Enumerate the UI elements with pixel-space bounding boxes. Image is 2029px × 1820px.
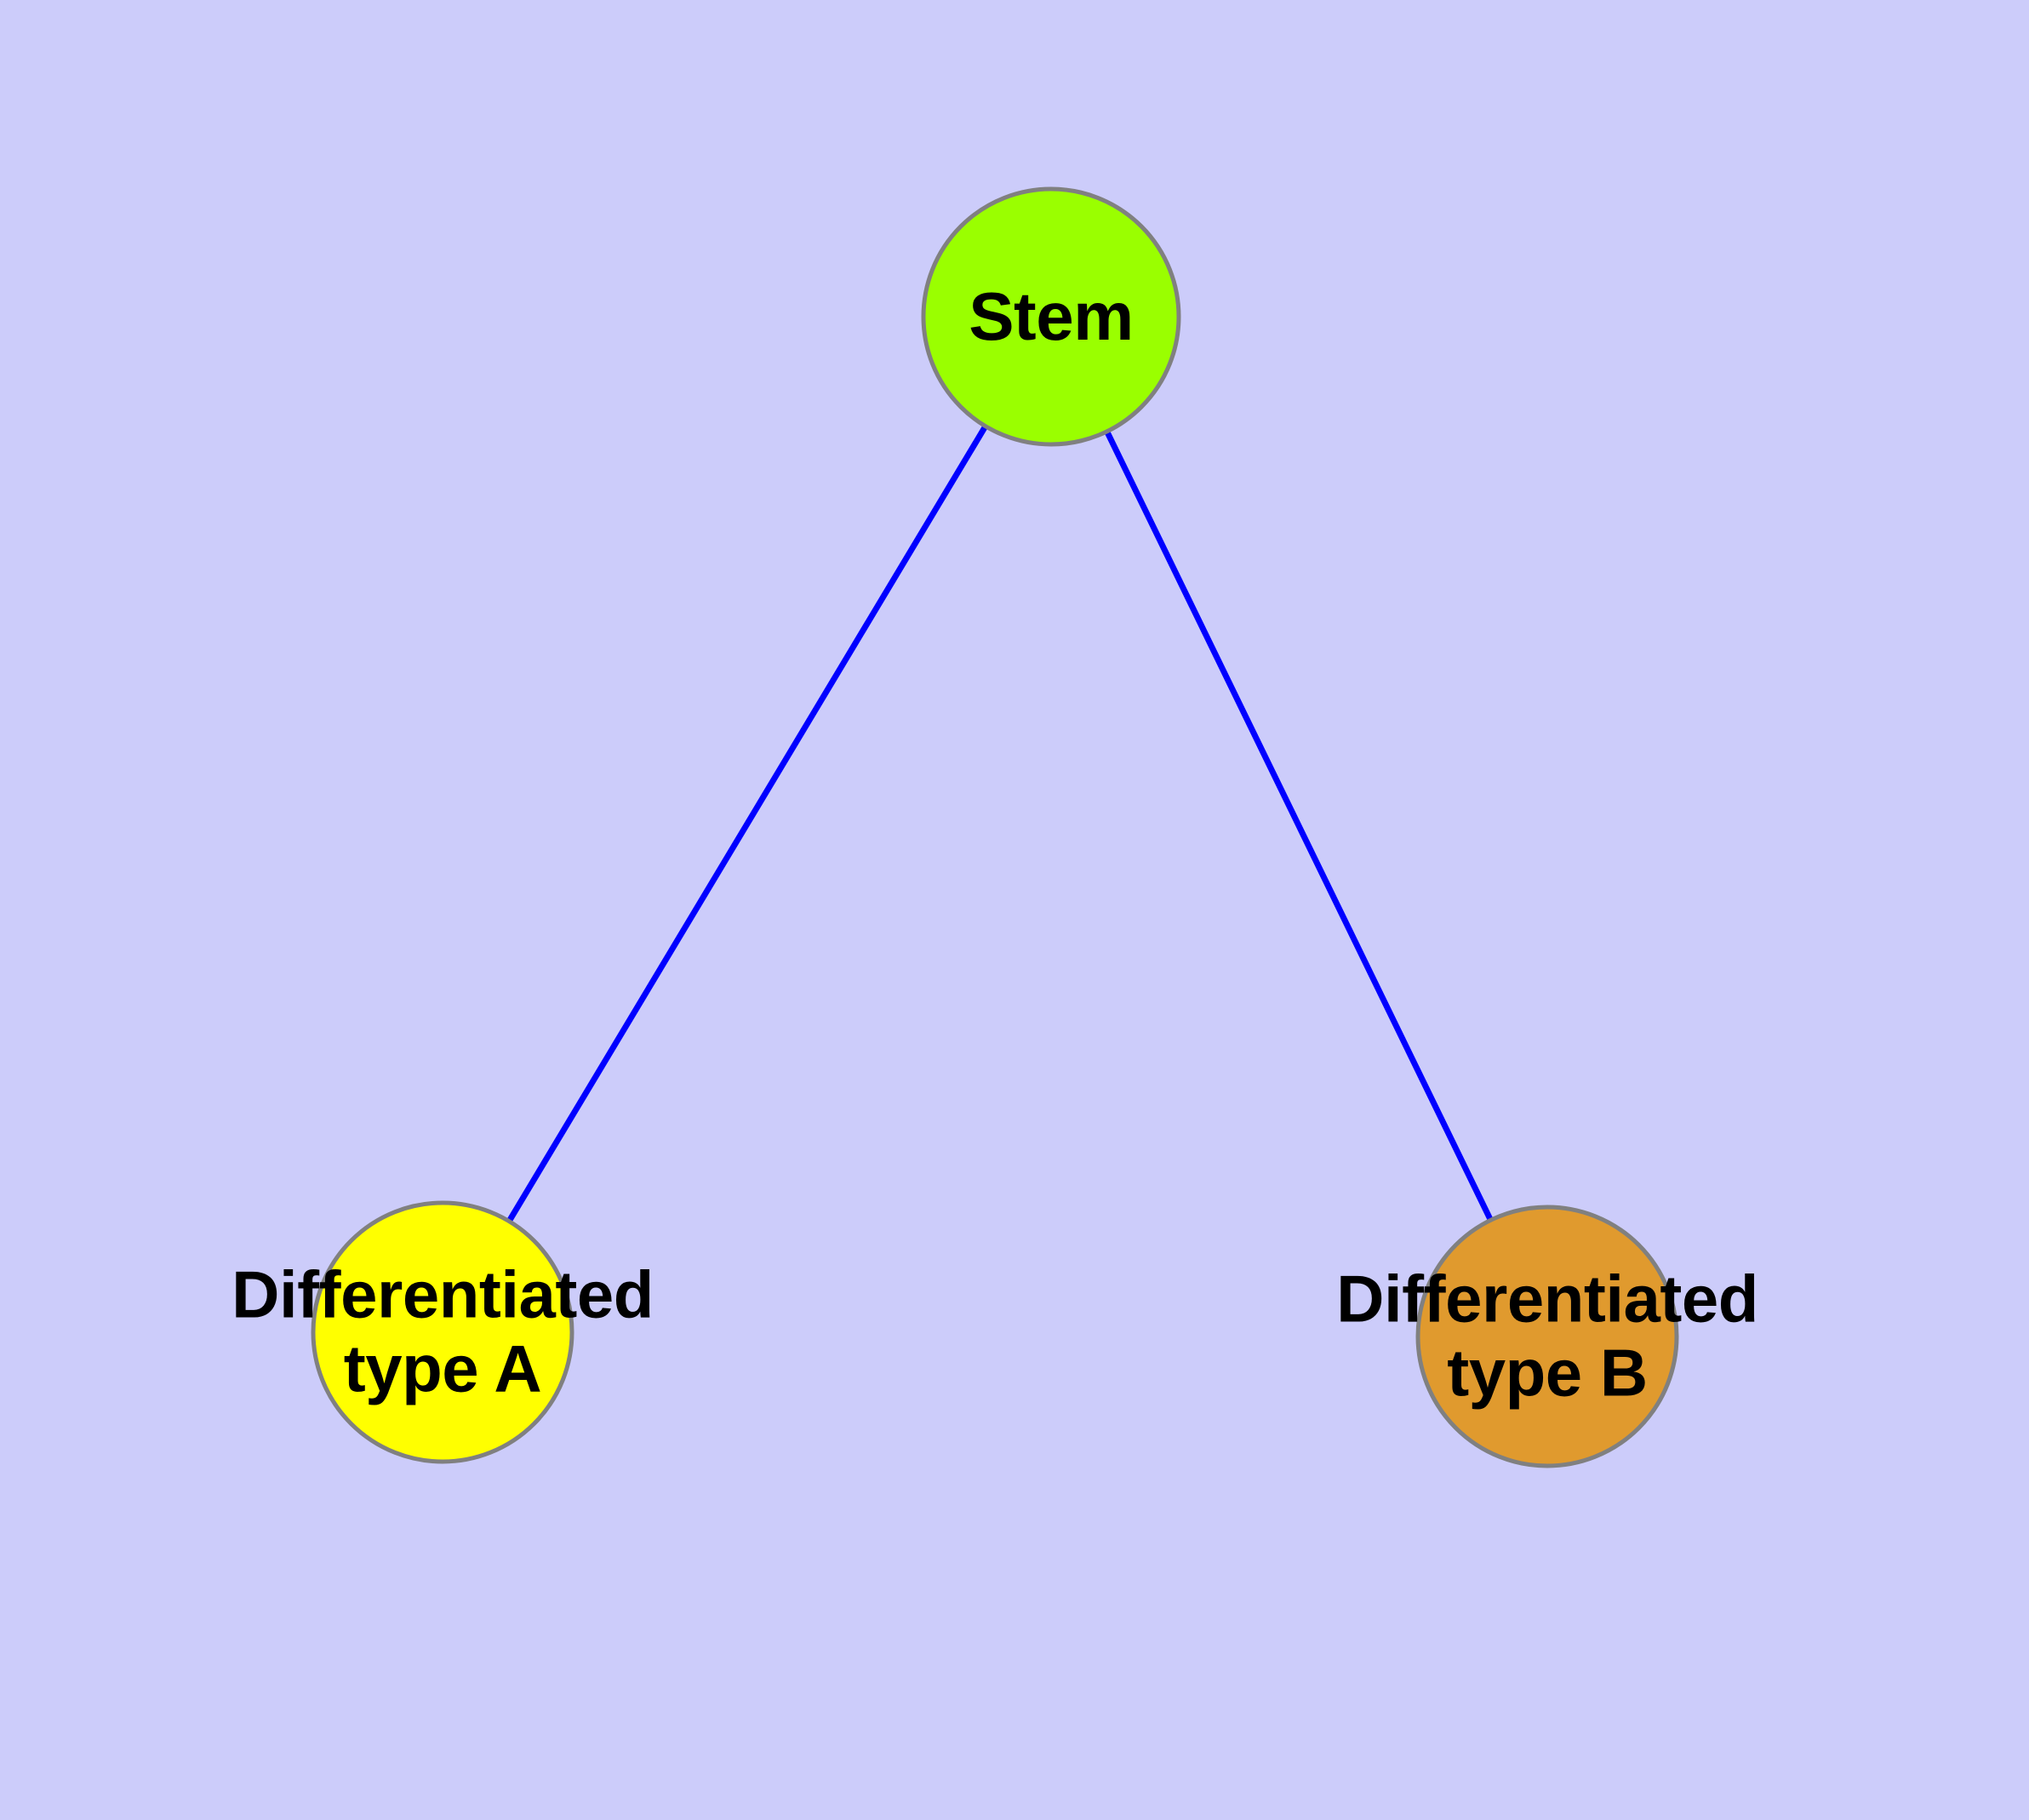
edge-stem-diff-b bbox=[1048, 315, 1551, 1338]
node-circle-diff_b[interactable] bbox=[1415, 1205, 1679, 1468]
node-circle-diff_a[interactable] bbox=[311, 1200, 574, 1464]
nodes-layer bbox=[311, 186, 1679, 1468]
edges-layer bbox=[439, 315, 1551, 1338]
edge-stem-diff-a bbox=[439, 315, 1055, 1334]
node-circle-stem[interactable] bbox=[921, 186, 1181, 447]
